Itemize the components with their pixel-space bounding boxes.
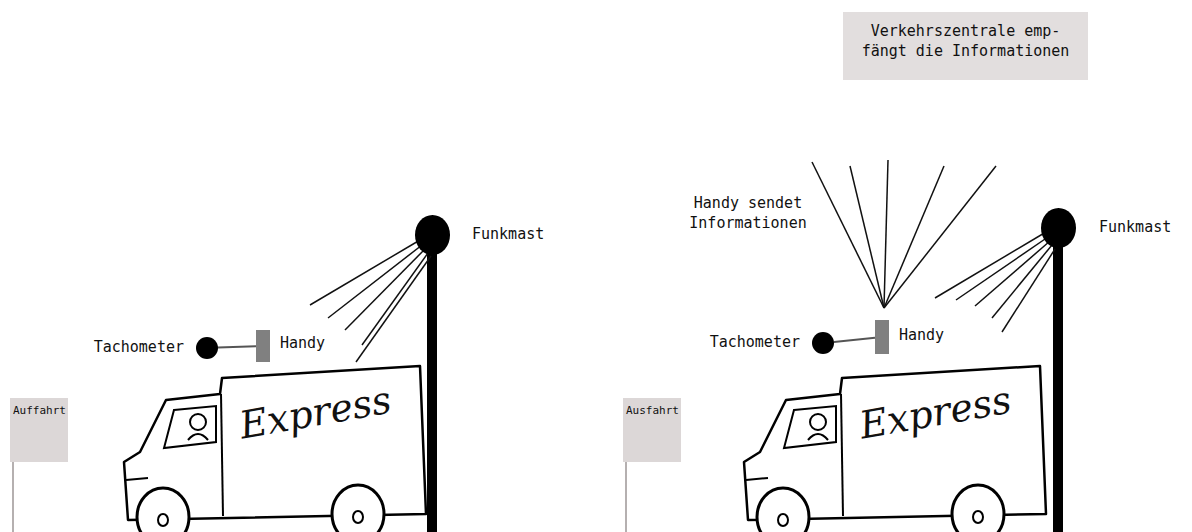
wheel	[332, 485, 384, 532]
node-label: Auffahrt	[13, 404, 66, 418]
sign-post	[625, 460, 627, 532]
signal-ray	[812, 162, 884, 308]
radio-wave	[956, 237, 1048, 300]
cab-window	[164, 406, 216, 448]
cab-window	[784, 406, 836, 448]
circle-shape	[812, 332, 834, 354]
radio-wave	[356, 256, 431, 362]
info-box: Verkehrszentrale emp- fängt die Informat…	[843, 12, 1088, 80]
cab-divider	[841, 394, 843, 516]
node-label: Verkehrszentrale emp- fängt die Informat…	[858, 22, 1073, 61]
circle-outline	[812, 332, 834, 354]
wheel-hub	[973, 511, 983, 523]
radio-waves	[935, 232, 1055, 332]
signal-fan	[812, 160, 996, 308]
mast-pole	[1053, 238, 1063, 532]
radio-wave	[345, 249, 425, 330]
delivery-truck: Express	[118, 362, 433, 532]
radio-waves	[310, 240, 431, 362]
tachometer-dial: Tachometer	[196, 337, 218, 359]
sign-post	[12, 460, 14, 532]
radio-wave	[362, 253, 428, 345]
radio-wave	[1002, 249, 1055, 332]
radio-wave	[992, 245, 1052, 318]
wheel-hub	[778, 514, 788, 526]
wheel-hub	[158, 514, 168, 526]
mast-pole	[427, 245, 437, 532]
road-sign: Ausfahrt	[623, 398, 681, 462]
signal-ray	[850, 166, 884, 308]
circle-outline	[1041, 208, 1076, 248]
radio-mast: Funkmast	[1041, 208, 1076, 248]
wheel	[757, 488, 809, 532]
node-label: Tachometer	[94, 338, 184, 358]
wheel	[137, 488, 189, 532]
delivery-truck: Express	[738, 362, 1053, 532]
wheel-hub	[353, 511, 363, 523]
road-sign: Auffahrt	[10, 398, 68, 462]
node-label: Funkmast	[1099, 218, 1171, 238]
phone-box: Handy	[256, 330, 270, 362]
bumper-line	[126, 478, 148, 480]
driver-head	[810, 414, 826, 430]
driver-head	[190, 414, 206, 430]
cable-connector	[218, 346, 256, 347]
node-label: Handy	[280, 334, 325, 354]
signal-ray	[884, 166, 944, 308]
circle-outline	[196, 337, 218, 359]
signal-ray	[884, 160, 888, 308]
circle-shape	[196, 337, 218, 359]
bumper-line	[746, 478, 768, 480]
phone-box: Handy	[875, 320, 889, 354]
annotation-label: Handy sendet Informationen	[682, 194, 814, 233]
signal-ray	[884, 166, 996, 308]
node-label: Handy	[899, 326, 944, 346]
driver-body	[188, 434, 208, 440]
node-label: Tachometer	[710, 333, 800, 353]
cab-divider	[221, 394, 223, 516]
node-label: Ausfahrt	[626, 404, 679, 418]
circle-shape	[1041, 208, 1076, 248]
circle-shape	[415, 215, 450, 255]
circle-outline	[415, 215, 450, 255]
radio-mast: Funkmast	[415, 215, 450, 255]
wheel	[952, 485, 1004, 532]
cable-connector	[834, 338, 875, 342]
driver-body	[808, 434, 828, 440]
tachometer-dial: Tachometer	[812, 332, 834, 354]
node-label: Funkmast	[472, 225, 544, 245]
